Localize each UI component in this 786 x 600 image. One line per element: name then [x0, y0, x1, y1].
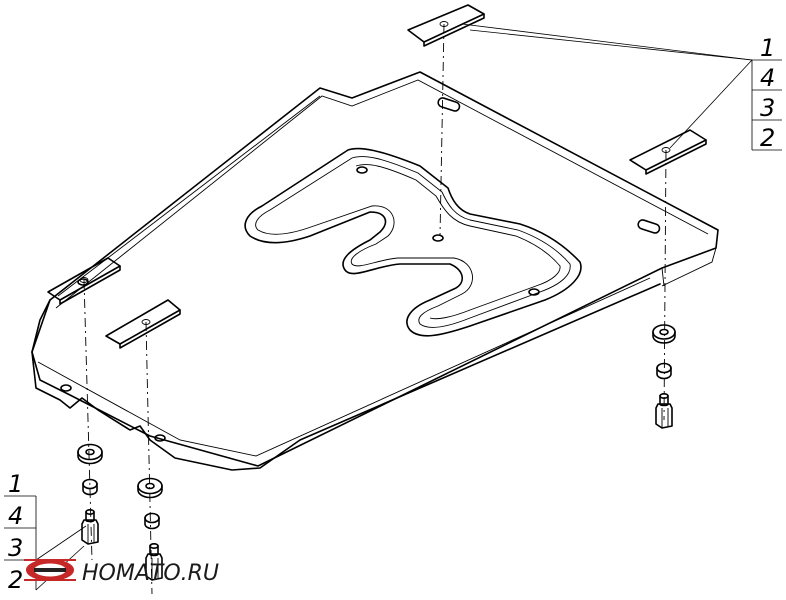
callout-label-2: 2 — [8, 566, 23, 594]
callout-label-1: 1 — [8, 470, 23, 498]
callout-label-1: 1 — [760, 34, 775, 62]
mounting-plate-top — [407, 4, 485, 47]
callout-label-3: 3 — [8, 534, 23, 562]
stamped-relief — [60, 97, 661, 442]
washer — [77, 443, 103, 465]
fastener-set-right — [652, 324, 676, 429]
fastener-set-left-front — [137, 477, 163, 581]
callout-label-3: 3 — [760, 94, 775, 122]
mounting-plate-right — [629, 129, 707, 175]
spring-washer — [82, 478, 98, 496]
bolt — [655, 392, 673, 429]
mounting-plate-left-front — [105, 299, 181, 349]
logo-icon — [24, 559, 76, 581]
center-lines — [83, 23, 667, 595]
fastener-set-left-rear — [77, 443, 103, 545]
washer — [137, 477, 163, 499]
callout-label-2: 2 — [760, 124, 775, 152]
spring-washer — [656, 362, 672, 380]
callout-table-left: 1 4 3 2 — [4, 470, 87, 594]
watermark-text: НОМАТО.RU — [82, 561, 219, 586]
skid-plate — [31, 71, 719, 471]
callout-label-4: 4 — [760, 64, 775, 92]
bolt — [145, 542, 163, 581]
bolt — [81, 508, 99, 545]
callout-label-4: 4 — [8, 502, 23, 530]
spring-washer — [144, 512, 160, 530]
callout-table-right: 1 4 3 2 — [461, 23, 782, 152]
washer — [652, 324, 676, 344]
watermark: НОМАТО.RU — [24, 559, 219, 586]
